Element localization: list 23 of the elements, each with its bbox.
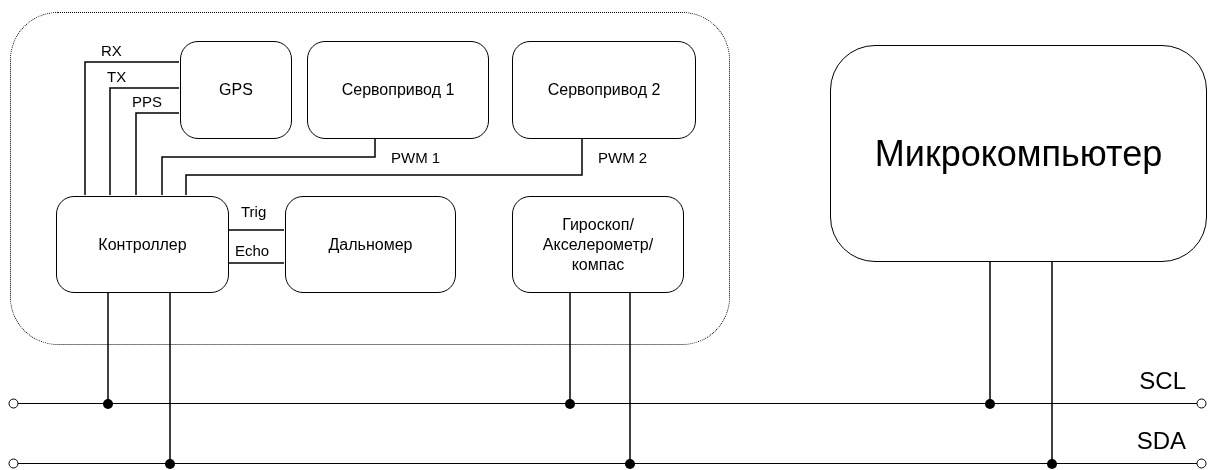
device-box: Сервопривод 2 bbox=[512, 41, 696, 139]
bus-label: SDA bbox=[1136, 427, 1186, 455]
device-box: Контроллер bbox=[56, 196, 229, 293]
device-box: Сервопривод 1 bbox=[307, 41, 489, 139]
device-box: GPS bbox=[180, 41, 292, 139]
signal-wire bbox=[227, 229, 285, 231]
bus-tap-wire bbox=[985, 261, 995, 409]
bus-tap-wire bbox=[565, 291, 575, 409]
bus-label: SCL bbox=[1139, 367, 1186, 395]
signal-wire bbox=[109, 87, 180, 196]
signal-wire bbox=[185, 137, 583, 196]
bus-tap-wire bbox=[1047, 261, 1057, 469]
device-box: Дальномер bbox=[285, 196, 456, 293]
device-box: Микрокомпьютер bbox=[830, 45, 1207, 262]
signal-wire bbox=[227, 262, 285, 264]
signal-wire bbox=[161, 137, 376, 196]
signal-wire bbox=[84, 61, 180, 196]
signal-wire bbox=[135, 112, 180, 196]
device-box: Гироскоп/ Акселерометр/ компас bbox=[512, 196, 684, 293]
bus-tap-wire bbox=[165, 291, 175, 469]
edge-label: Trig bbox=[240, 204, 268, 221]
bus-tap-wire bbox=[103, 291, 113, 409]
bus-tap-wire bbox=[625, 291, 635, 469]
